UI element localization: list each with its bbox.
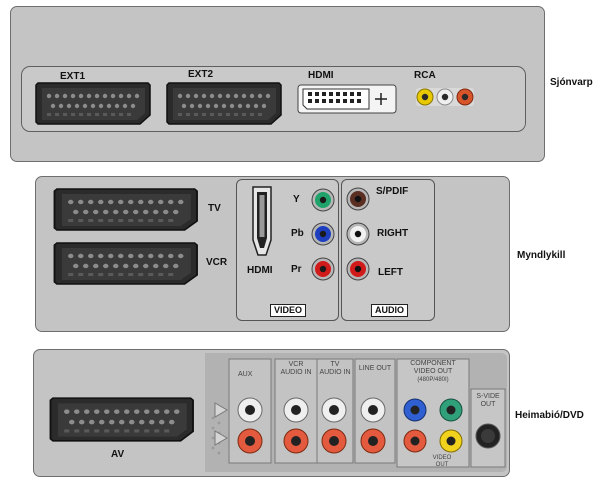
decoder-device-label: Myndlykill: [517, 250, 566, 261]
dvi-port-icon[interactable]: [297, 84, 397, 114]
photo-vcr-audio-label: VCR AUDIO IN: [280, 361, 312, 376]
video-y-label: Y: [293, 194, 300, 205]
video-y-jack-icon[interactable]: [311, 188, 335, 212]
ext1-scart-icon[interactable]: [34, 80, 154, 128]
video-group-tag: VIDEO: [270, 304, 307, 317]
audio-left-jack-icon[interactable]: [346, 257, 370, 281]
decoder-vcr-scart-icon[interactable]: [52, 240, 202, 288]
photo-component-res-label: (480P/480I): [417, 377, 449, 383]
audio-right-jack-icon[interactable]: [346, 222, 370, 246]
photo-tv-audio-label: TV AUDIO IN: [319, 361, 351, 376]
audio-right-label: RIGHT: [377, 228, 409, 239]
decoder-vcr-label: VCR: [206, 257, 228, 268]
video-pr-label: Pr: [291, 264, 302, 275]
video-pr-jack-icon[interactable]: [311, 257, 335, 281]
rca-jacks-icon[interactable]: [414, 85, 476, 109]
decoder-tv-scart-icon[interactable]: [52, 186, 202, 234]
photo-component-label: COMPONENT VIDEO OUT: [410, 360, 456, 375]
ext2-label: EXT2: [188, 69, 214, 80]
ext1-label: EXT1: [60, 71, 86, 82]
spdif-label: S/PDIF: [376, 186, 409, 197]
rca-label: RCA: [414, 70, 436, 81]
photo-line-out-label: LINE OUT: [358, 365, 392, 372]
hdmi-label: HDMI: [308, 70, 334, 81]
decoder-tv-label: TV: [208, 203, 221, 214]
audio-left-label: LEFT: [378, 267, 403, 278]
tv-device-label: Sjónvarp: [550, 77, 593, 88]
spdif-jack-icon[interactable]: [346, 187, 370, 211]
hdmi-port-icon[interactable]: [250, 186, 274, 256]
av-label: AV: [111, 449, 125, 460]
video-pb-jack-icon[interactable]: [311, 222, 335, 246]
video-pb-label: Pb: [291, 228, 304, 239]
photo-video-out-label: VIDEO OUT: [432, 455, 452, 468]
home-theater-device-label: Heimabió/DVD: [515, 410, 584, 421]
ext2-scart-icon[interactable]: [165, 80, 285, 128]
rear-panel-illustration: [205, 353, 507, 472]
rear-panel-photo: AUX VCR AUDIO IN TV AUDIO IN LINE OUT CO…: [205, 353, 507, 472]
decoder-hdmi-label: HDMI: [247, 265, 273, 276]
photo-svideo-label: S-VIDE OUT: [476, 393, 500, 408]
av-scart-icon[interactable]: [48, 395, 198, 445]
audio-group-tag: AUDIO: [371, 304, 408, 317]
photo-aux-label: AUX: [238, 371, 253, 378]
